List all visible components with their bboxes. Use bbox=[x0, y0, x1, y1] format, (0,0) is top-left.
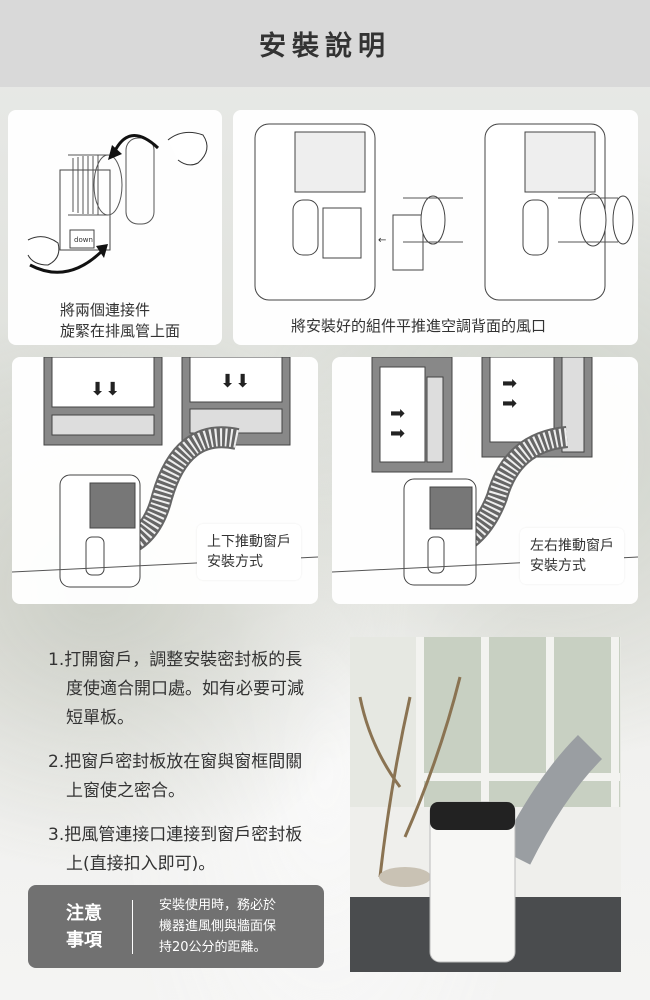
note-title-line: 事項 bbox=[66, 929, 102, 951]
caption-line: 將兩個連接件 bbox=[60, 301, 151, 319]
label-line: 上下推動窗戶 bbox=[207, 534, 291, 550]
page-title: 安裝說明 bbox=[259, 31, 391, 62]
note-title: 注意 事項 bbox=[28, 900, 132, 954]
vertical-window-illustration: ⬇⬇ ⬇⬇ bbox=[12, 357, 318, 588]
svg-text:⬇⬇: ⬇⬇ bbox=[90, 379, 120, 400]
hose-connector-illustration: down bbox=[27, 131, 208, 274]
horizontal-window-illustration: ➡ ➡ ➡ ➡ bbox=[332, 357, 638, 586]
note-body-line: 安裝使用時，務必於 bbox=[159, 898, 277, 913]
method-label: 左右推動窗戶 安裝方式 bbox=[520, 528, 624, 584]
note-body-line: 機器進風側與牆面保 bbox=[159, 919, 277, 934]
panel-horizontal-window: ➡ ➡ ➡ ➡ 左右推動窗戶 安裝方式 bbox=[332, 357, 638, 604]
svg-text:➡: ➡ bbox=[390, 403, 405, 424]
insert-illustration: ← bbox=[254, 123, 634, 301]
method-label: 上下推動窗戶 安裝方式 bbox=[197, 524, 301, 580]
header: 安裝說明 bbox=[0, 0, 650, 87]
divider bbox=[132, 899, 133, 954]
panel-insert: ← 將安裝好的組件平推進空調背面的風口 bbox=[233, 110, 638, 345]
label-line: 安裝方式 bbox=[207, 554, 263, 570]
svg-text:➡: ➡ bbox=[390, 423, 405, 444]
svg-text:⬇⬇: ⬇⬇ bbox=[220, 371, 250, 392]
down-sticker: down bbox=[74, 236, 93, 244]
label-line: 安裝方式 bbox=[530, 558, 586, 574]
note-title-line: 注意 bbox=[66, 902, 102, 924]
panel-vertical-window: ⬇⬇ ⬇⬇ 上下推動窗戶 安裝方式 bbox=[12, 357, 318, 604]
note-body: 安裝使用時，務必於 機器進風側與牆面保 持20公分的距離。 bbox=[133, 895, 276, 958]
note-body-line: 持20公分的距離。 bbox=[159, 940, 267, 955]
svg-text:➡: ➡ bbox=[502, 393, 517, 414]
steps-list: 1.打開窗戶，調整安裝密封板的長度使適合開口處。如有必要可減短單板。 2.把窗戶… bbox=[48, 646, 318, 894]
svg-text:←: ← bbox=[378, 235, 386, 246]
svg-text:➡: ➡ bbox=[502, 373, 517, 394]
step-item: 2.把窗戶密封板放在窗與窗框間關上窗使之密合。 bbox=[48, 752, 303, 801]
caution-note: 注意 事項 安裝使用時，務必於 機器進風側與牆面保 持20公分的距離。 bbox=[28, 885, 324, 968]
caption-line: 旋緊在排風管上面 bbox=[60, 322, 181, 340]
step-item: 1.打開窗戶，調整安裝密封板的長度使適合開口處。如有必要可減短單板。 bbox=[48, 650, 304, 728]
label-line: 左右推動窗戶 bbox=[530, 538, 614, 554]
caption: 將安裝好的組件平推進空調背面的風口 bbox=[291, 317, 547, 335]
product-photo bbox=[350, 637, 621, 972]
step-item: 3.把風管連接口連接到窗戶密封板上(直接扣入即可)。 bbox=[48, 825, 303, 874]
panel-connect: down 將兩個連接件 旋緊在排風管上面 bbox=[8, 110, 222, 345]
